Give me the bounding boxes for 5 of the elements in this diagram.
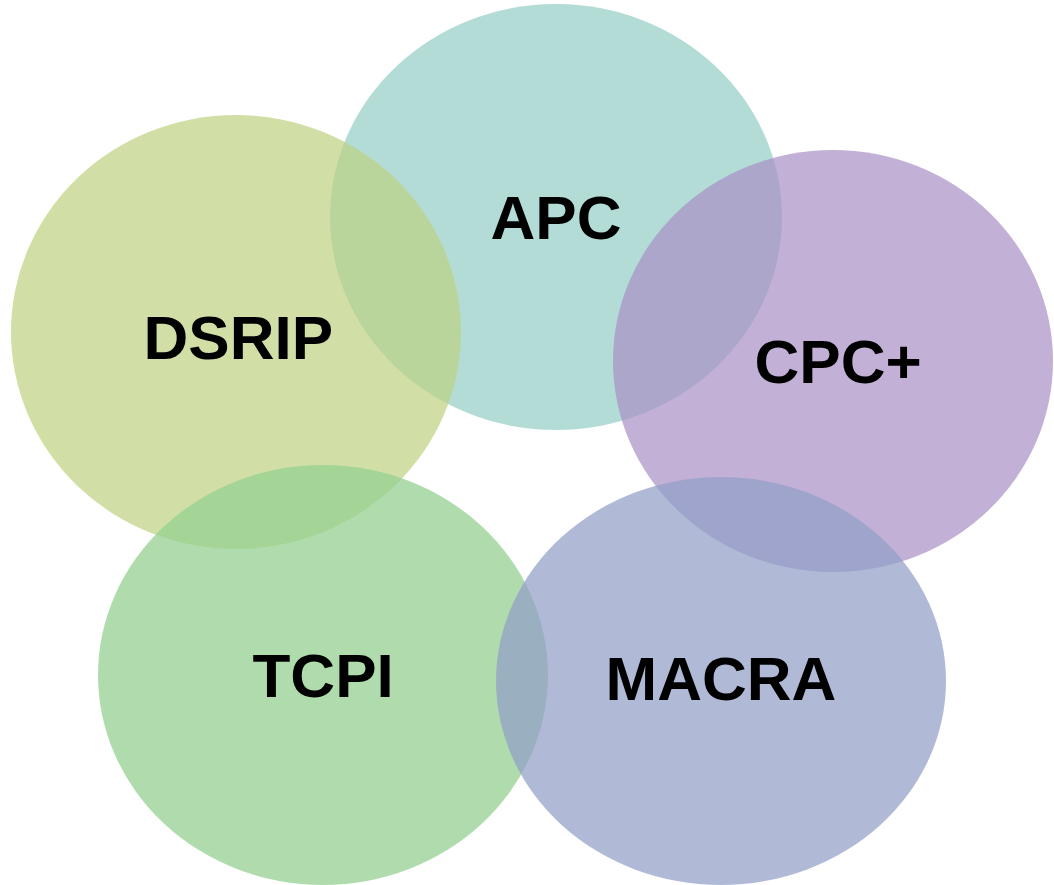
circle-label: TCPI (252, 639, 394, 711)
circle-label: DSRIP (143, 301, 333, 373)
circle-label: CPC+ (754, 325, 922, 397)
circle-label: APC (490, 181, 622, 253)
circle-label: MACRA (605, 642, 837, 714)
